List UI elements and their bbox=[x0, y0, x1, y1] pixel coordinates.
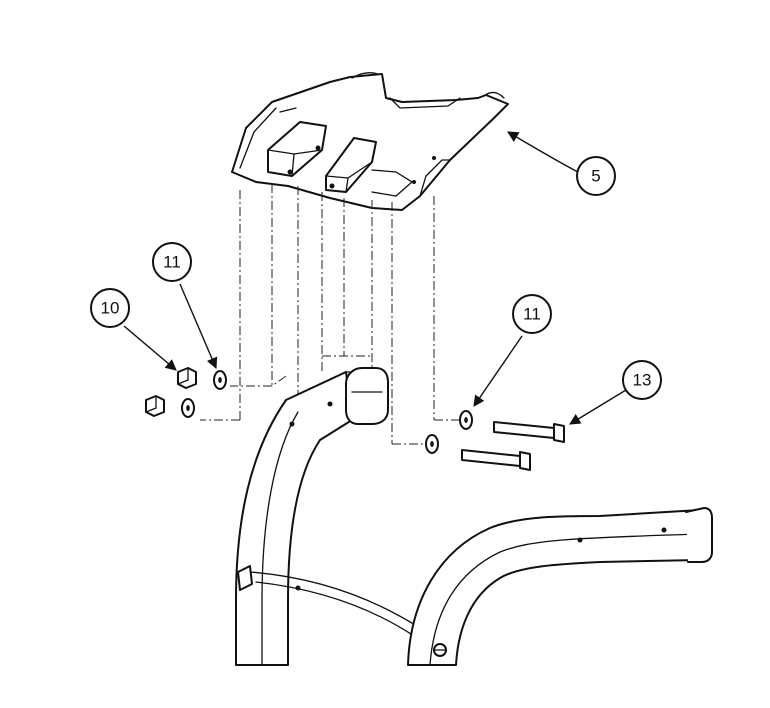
washers-part-11-right bbox=[425, 410, 473, 454]
callout-label: 13 bbox=[633, 371, 652, 390]
callout-11-left: 11 bbox=[152, 242, 192, 282]
callout-13: 13 bbox=[622, 360, 662, 400]
alignment-lines bbox=[200, 184, 464, 445]
callout-label: 5 bbox=[591, 167, 600, 186]
bolts-part-13 bbox=[461, 421, 565, 471]
callout-11-right: 11 bbox=[512, 294, 552, 334]
callout-5: 5 bbox=[576, 156, 616, 196]
mounting-plate-part-5 bbox=[231, 72, 509, 211]
nuts-part-10 bbox=[145, 367, 197, 417]
left-frame-tube bbox=[235, 367, 421, 666]
leader-lines bbox=[123, 131, 627, 425]
callout-label: 10 bbox=[101, 299, 120, 318]
right-frame-tube bbox=[407, 507, 713, 666]
callout-label: 11 bbox=[523, 305, 541, 324]
callout-10: 10 bbox=[90, 288, 130, 328]
washers-part-11-left bbox=[181, 370, 227, 418]
callout-label: 11 bbox=[163, 253, 181, 272]
